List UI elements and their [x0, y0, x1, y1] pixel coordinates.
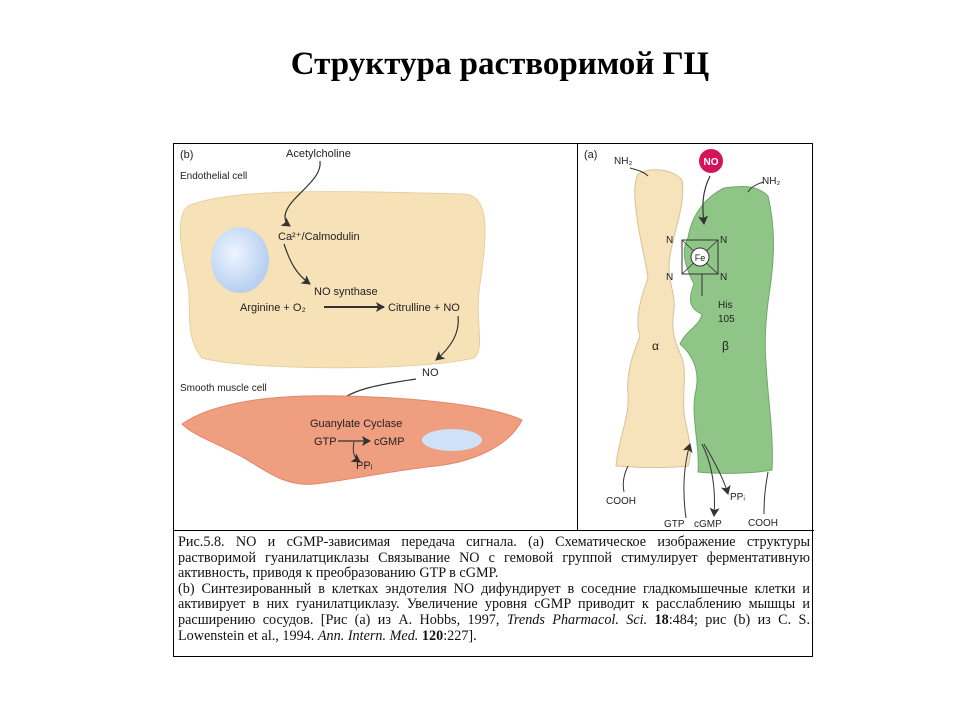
guanylate-cyclase-structure-panel: (a) NH₂ NH₂ NO Fe N N N N His 105 α β [584, 149, 780, 530]
arginine-label: Arginine + O₂ [240, 302, 306, 314]
nh2-alpha-label: NH₂ [614, 156, 632, 167]
gtp-label: GTP [314, 436, 337, 448]
endothelial-cell-label: Endothelial cell [180, 171, 247, 182]
beta-subunit [679, 185, 774, 474]
panel-b-tag: (b) [180, 149, 193, 161]
panel-a-tag: (a) [584, 149, 597, 161]
guanylate-cyclase-label: Guanylate Cyclase [310, 418, 402, 430]
his-number-label: 105 [718, 314, 735, 325]
caption-separator [174, 530, 814, 531]
beta-label: β [722, 339, 729, 353]
caption-paragraph-b: (b) Синтезированный в клетках эндотелия … [178, 580, 810, 644]
cooh-beta-tail [763, 471, 769, 515]
caption-b-text: (b) Синтезированный в клетках эндотелия … [178, 580, 810, 628]
nh2-beta-tail [747, 181, 765, 193]
smooth-muscle-cell-label: Smooth muscle cell [180, 383, 267, 394]
ppi-label: PPᵢ [356, 460, 373, 472]
fe-label: Fe [695, 253, 706, 263]
pages-1: :484; рис (b) из C. S. Lowenstein et al.… [178, 611, 810, 644]
n-label-top-left: N [666, 235, 673, 246]
gtp-label: GTP [664, 519, 685, 530]
no-label: NO [422, 367, 439, 379]
figure: (b) Acetylcholine Endothelial cell Ca²⁺/… [173, 143, 814, 657]
ca-calmodulin-label: Ca²⁺/Calmodulin [278, 231, 360, 243]
heme-group [681, 239, 719, 275]
cgmp-label: cGMP [374, 436, 405, 448]
no-badge [699, 149, 723, 173]
no-synthase-label: NO synthase [314, 286, 378, 298]
nh2-alpha-tail [629, 167, 649, 177]
n-label-top-right: N [720, 235, 727, 246]
ppi-exit-arrow [703, 443, 731, 495]
cooh-alpha-tail [622, 465, 629, 493]
ppi-label: PPᵢ [730, 492, 745, 503]
nh2-beta-label: NH₂ [762, 176, 780, 187]
cgmp-exit-arrow [701, 443, 720, 517]
smooth-muscle-cell [181, 395, 523, 485]
calmodulin-arrow [283, 243, 311, 285]
slide-title: Структура растворимой ГЦ [290, 46, 710, 82]
no-release-arrow [435, 315, 459, 361]
caption-paragraph-a: Рис.5.8. NO и cGMP-зависимая передача си… [178, 534, 810, 582]
volume-1: 18 [654, 611, 669, 628]
no-binding-arrow [698, 175, 711, 225]
cooh-beta-label: COOH [748, 518, 778, 529]
alpha-subunit [615, 169, 691, 468]
journal-1: Trends Pharmacol. Sci. [506, 611, 648, 628]
acetylcholine-label: Acetylcholine [286, 148, 351, 160]
panel-divider [577, 144, 578, 531]
journal-2: Ann. Intern. Med. [317, 627, 419, 644]
gtp-entry-arrow [682, 443, 693, 519]
alpha-label: α [652, 339, 659, 353]
his-label: His [718, 300, 732, 311]
endothelial-nucleus [211, 227, 269, 293]
cgmp-label: cGMP [694, 519, 722, 530]
signaling-pathway-panel: (b) Acetylcholine Endothelial cell Ca²⁺/… [179, 148, 523, 485]
n-label-bottom-right: N [720, 272, 727, 283]
n-label-bottom-left: N [666, 272, 673, 283]
pages-2: :227]. [443, 627, 477, 644]
figure-caption: Рис.5.8. NO и cGMP-зависимая передача си… [178, 534, 810, 644]
no-badge-label: NO [704, 157, 719, 168]
volume-2: 120 [421, 627, 444, 644]
cooh-alpha-label: COOH [606, 496, 636, 507]
ppi-arrow [350, 441, 361, 463]
acetylcholine-arrow [280, 160, 321, 227]
smooth-muscle-nucleus [422, 429, 482, 451]
citrulline-label: Citrulline + NO [388, 302, 460, 314]
